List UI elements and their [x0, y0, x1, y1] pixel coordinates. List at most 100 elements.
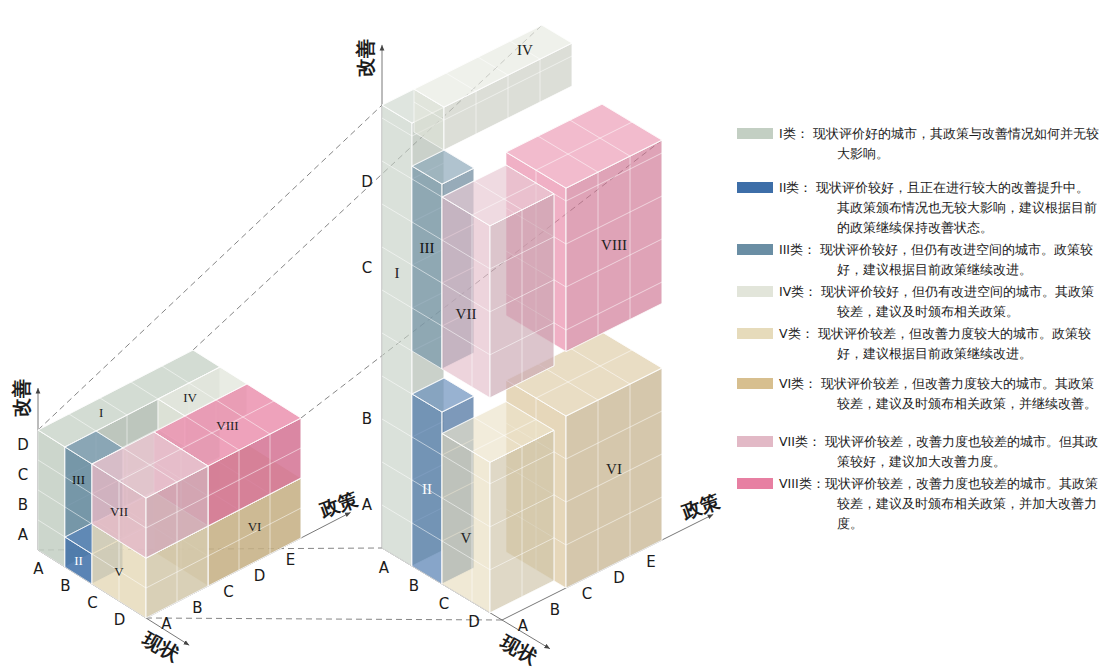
legend-text: II类： 现状评价较好，且正在进行较大的改善提升中。其政策颁布情况也无较大影响，… — [779, 178, 1101, 238]
axis-grade: A — [33, 562, 43, 577]
dashed-link — [38, 105, 382, 430]
dashed-link — [301, 140, 662, 418]
cube-edge — [442, 326, 490, 355]
axis-grade: C — [439, 597, 449, 612]
cube-edge — [522, 446, 523, 597]
axis-grade: C — [87, 596, 97, 611]
region-numeral: VIII — [601, 238, 627, 253]
axis-grade: B — [409, 579, 419, 594]
region-box: I — [391, 264, 404, 283]
region-numeral: VII — [456, 307, 477, 322]
cube-edge — [382, 376, 412, 394]
region-numeral: VII — [110, 505, 128, 518]
cube-edge — [38, 490, 65, 507]
cube-edge — [474, 181, 522, 210]
cube-edge — [474, 418, 522, 447]
cube-edge — [442, 455, 490, 484]
legend-swatch — [737, 128, 773, 139]
region-box: II — [418, 480, 436, 499]
cube-edge — [566, 282, 662, 330]
cube-edge — [566, 454, 662, 502]
block-light — [412, 378, 474, 412]
region-box: IV — [513, 41, 537, 60]
block-face — [412, 394, 442, 584]
block-light — [92, 432, 208, 498]
axis-grade: D — [254, 569, 266, 584]
region-numeral: V — [461, 531, 472, 546]
region-numeral: III — [420, 241, 435, 256]
cube-edge — [65, 507, 92, 524]
region-box: VIII — [597, 236, 631, 255]
axis-grade: E — [286, 553, 295, 568]
block-face — [490, 194, 554, 398]
axis-grade: D — [468, 615, 480, 630]
axis-grade: D — [114, 613, 126, 628]
legend-swatch — [737, 478, 773, 489]
block-face — [92, 432, 208, 498]
cube-edge — [382, 333, 412, 351]
cube-edge — [412, 308, 442, 326]
axis-grade: A — [362, 498, 372, 513]
cube-edge — [540, 59, 541, 102]
region-numeral: VI — [248, 520, 262, 533]
axis-grade: A — [18, 528, 28, 543]
cube-edge — [69, 414, 96, 431]
region-numeral: III — [72, 473, 85, 486]
legend-swatch — [737, 182, 773, 193]
axis-grade: A — [161, 617, 171, 632]
region-numeral: IV — [517, 43, 533, 58]
cube-edge — [508, 75, 509, 118]
cube-edge — [412, 480, 442, 498]
block-light — [506, 104, 662, 188]
cube-edge — [478, 57, 508, 75]
cube-edge — [382, 462, 412, 480]
axis-grade: B — [550, 603, 560, 618]
legend-text: VII类： 现状评价较差，改善力度也较差的城市。但其政策较好，建议加大改善力度。 — [779, 432, 1101, 472]
axis-grade: B — [18, 498, 28, 513]
cube-edge — [162, 366, 189, 383]
region-box: VII — [106, 503, 132, 520]
cube-edge — [566, 239, 662, 287]
region-box: IV — [179, 389, 201, 406]
block-light — [414, 25, 572, 107]
block-face — [414, 25, 572, 107]
cube-edge — [472, 452, 473, 603]
legend-text: V类： 现状评价较差，但改善力度较大的城市。政策较好，建议根据目前政策继续改进。 — [779, 324, 1101, 364]
axis-title: 政策 — [680, 491, 722, 522]
cube-edge — [100, 398, 127, 415]
axis-grade: D — [361, 175, 373, 190]
cube-edge — [123, 448, 177, 482]
cube-edge — [490, 237, 554, 269]
legend-text: IV类： 现状评价较好，但仍有改进空间的城市。其政策较差，建议及时颁布相关政策。 — [779, 282, 1101, 322]
cube-edge — [382, 505, 412, 523]
cube-edge — [92, 494, 146, 528]
cube-edge — [566, 196, 662, 244]
region-box: VI — [602, 460, 626, 479]
cube-edge — [536, 122, 632, 170]
axis-grade: B — [192, 601, 202, 616]
axis-grade: C — [223, 585, 233, 600]
block-face — [412, 166, 442, 369]
cube-edge — [412, 523, 442, 541]
cube-edge — [181, 401, 274, 449]
cube-edge — [630, 156, 631, 319]
legend-swatch — [737, 286, 773, 297]
region-numeral: VI — [606, 462, 622, 477]
cube-edge — [412, 222, 442, 240]
legend-swatch — [737, 436, 773, 447]
cube-edge — [382, 290, 412, 308]
cube-edge — [412, 265, 442, 283]
legend-swatch — [737, 378, 773, 389]
region-box: V — [457, 529, 476, 548]
region-numeral: IV — [183, 391, 197, 404]
legend-text: VI类： 现状评价较差，但改善力度较大的城市。其政策较差，建议及时颁布相关政策，… — [779, 374, 1101, 414]
cube-edge — [490, 323, 554, 355]
block-face — [506, 104, 662, 188]
region-numeral: II — [422, 482, 432, 497]
axis-title: 改善 — [356, 39, 375, 77]
cube-edge — [146, 496, 208, 528]
axis-grade: C — [18, 468, 28, 483]
region-box: VIII — [212, 417, 242, 434]
block-face — [412, 378, 474, 412]
cube-edge — [146, 556, 208, 588]
